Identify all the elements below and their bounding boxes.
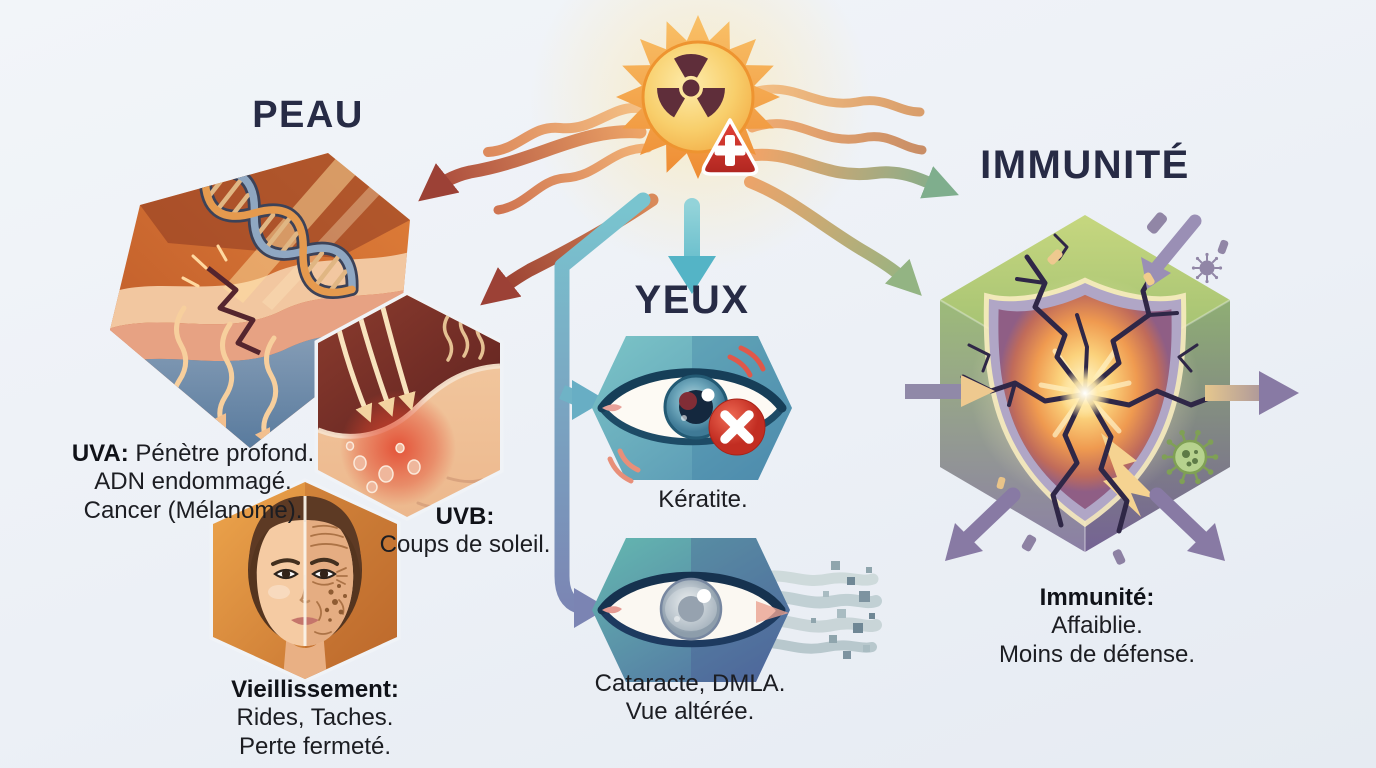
error-badge-icon xyxy=(708,398,766,456)
uva-label: UVA: xyxy=(71,440,129,467)
uvb-caption: UVB: Coups de soleil. xyxy=(345,503,585,560)
impact-flash xyxy=(1059,367,1111,419)
keratite-line-1: Kératite. xyxy=(658,486,748,513)
vieillissement-label: Vieillissement: xyxy=(231,676,399,703)
upper-eyelid xyxy=(597,368,787,413)
lightning-shard xyxy=(1101,433,1157,517)
cheek-highlight xyxy=(268,585,290,599)
immunite-line-2: Moins de défense. xyxy=(998,640,1196,668)
peau-title: PEAU xyxy=(252,94,364,136)
uva-caption: UVA: Pénètre profond. ADN endommagé. Can… xyxy=(43,440,343,525)
immunite-title: IMMUNITÉ xyxy=(980,143,1190,187)
sun-icon xyxy=(616,15,780,179)
uvb-label: UVB: xyxy=(435,503,495,530)
uv-ray-wave-left-1 xyxy=(483,102,660,157)
eye-highlight xyxy=(701,388,715,402)
uv-ray-wave-left-2 xyxy=(493,143,653,215)
pupil-red-spot xyxy=(679,392,697,410)
virus-icon-purple xyxy=(1191,252,1223,284)
cataract-eye-illustration xyxy=(592,538,882,682)
medical-cross xyxy=(714,135,746,166)
cloudy-pupil xyxy=(678,596,704,622)
cataracte-line-1: Cataracte, DMLA. xyxy=(594,670,786,697)
broken-shield-illustration xyxy=(905,212,1299,565)
uv-ray-wave-right-1 xyxy=(740,84,925,117)
pathogen-arrows xyxy=(905,214,1299,561)
wrinkles xyxy=(310,524,348,635)
yeux-title: YEUX xyxy=(634,278,750,322)
dna-strand-orange xyxy=(201,171,356,297)
dna-rungs xyxy=(207,174,348,293)
vieillissement-line-1: Rides, Taches. xyxy=(236,704,394,732)
uva-line-1: UVA: Pénètre profond. xyxy=(71,440,315,467)
immunite-caption: Immunité: Affaiblie. Moins de défense. xyxy=(962,584,1232,669)
pixel-squares xyxy=(811,561,875,659)
uv-beam xyxy=(223,156,360,303)
debris-shards xyxy=(996,212,1229,565)
uv-ray-wave-right-2 xyxy=(747,119,927,155)
pink-streak xyxy=(756,601,789,623)
virus-icon-green xyxy=(1161,429,1219,485)
cataracte-caption: Cataracte, DMLA. Vue altérée. xyxy=(565,670,815,727)
uv-branch-to-eyes xyxy=(554,192,651,628)
dna-strand-blue xyxy=(201,168,356,294)
skin-layer-epidermis xyxy=(110,246,410,338)
branch-arrowhead-eye1 xyxy=(572,380,606,420)
dna-icon xyxy=(198,165,359,299)
branch-arrowhead-eye2 xyxy=(574,588,608,628)
hair-front xyxy=(248,496,362,578)
skin-layer-dermis xyxy=(110,283,410,376)
irritation-marks xyxy=(607,345,766,484)
vieillissement-caption: Vieillissement: Rides, Taches. Perte fer… xyxy=(190,676,440,761)
sweat-droplets xyxy=(345,441,421,494)
uva-line-2: ADN endommagé. xyxy=(94,468,292,496)
keratite-caption: Kératite. xyxy=(593,486,813,514)
neck xyxy=(283,630,327,679)
uv-arrow-to-immunite-2 xyxy=(744,176,922,296)
immunite-label: Immunité: xyxy=(1039,584,1155,611)
uvb-arrows xyxy=(335,305,416,423)
eye-highlight xyxy=(697,589,711,603)
eyebrows xyxy=(271,557,339,566)
medical-warning-icon xyxy=(701,118,759,176)
immunite-line-1: Affaiblie. xyxy=(1051,612,1143,640)
tear-duct xyxy=(602,404,622,412)
age-spots xyxy=(324,584,347,622)
vieillissement-line-2: Perte fermeté. xyxy=(238,732,392,760)
uv-arrow-to-yeux xyxy=(668,198,716,294)
tear-duct xyxy=(602,606,622,614)
uv-arrow-to-peau-1 xyxy=(418,125,647,202)
uv-arrow-to-immunite-1 xyxy=(749,148,959,199)
upper-eyelid xyxy=(597,571,786,615)
uva-line-3: Cancer (Mélanome). xyxy=(83,496,303,524)
cataracte-line-2: Vue altérée. xyxy=(625,698,755,726)
eyes xyxy=(273,568,337,580)
uvb-line-1: Coups de soleil. xyxy=(379,531,551,559)
keratitis-eye-illustration xyxy=(592,336,792,484)
sunburn-illustration xyxy=(314,291,504,521)
aging-face-illustration xyxy=(209,478,401,683)
dna-damage-crack xyxy=(181,244,262,356)
radiation-icon xyxy=(653,54,729,120)
